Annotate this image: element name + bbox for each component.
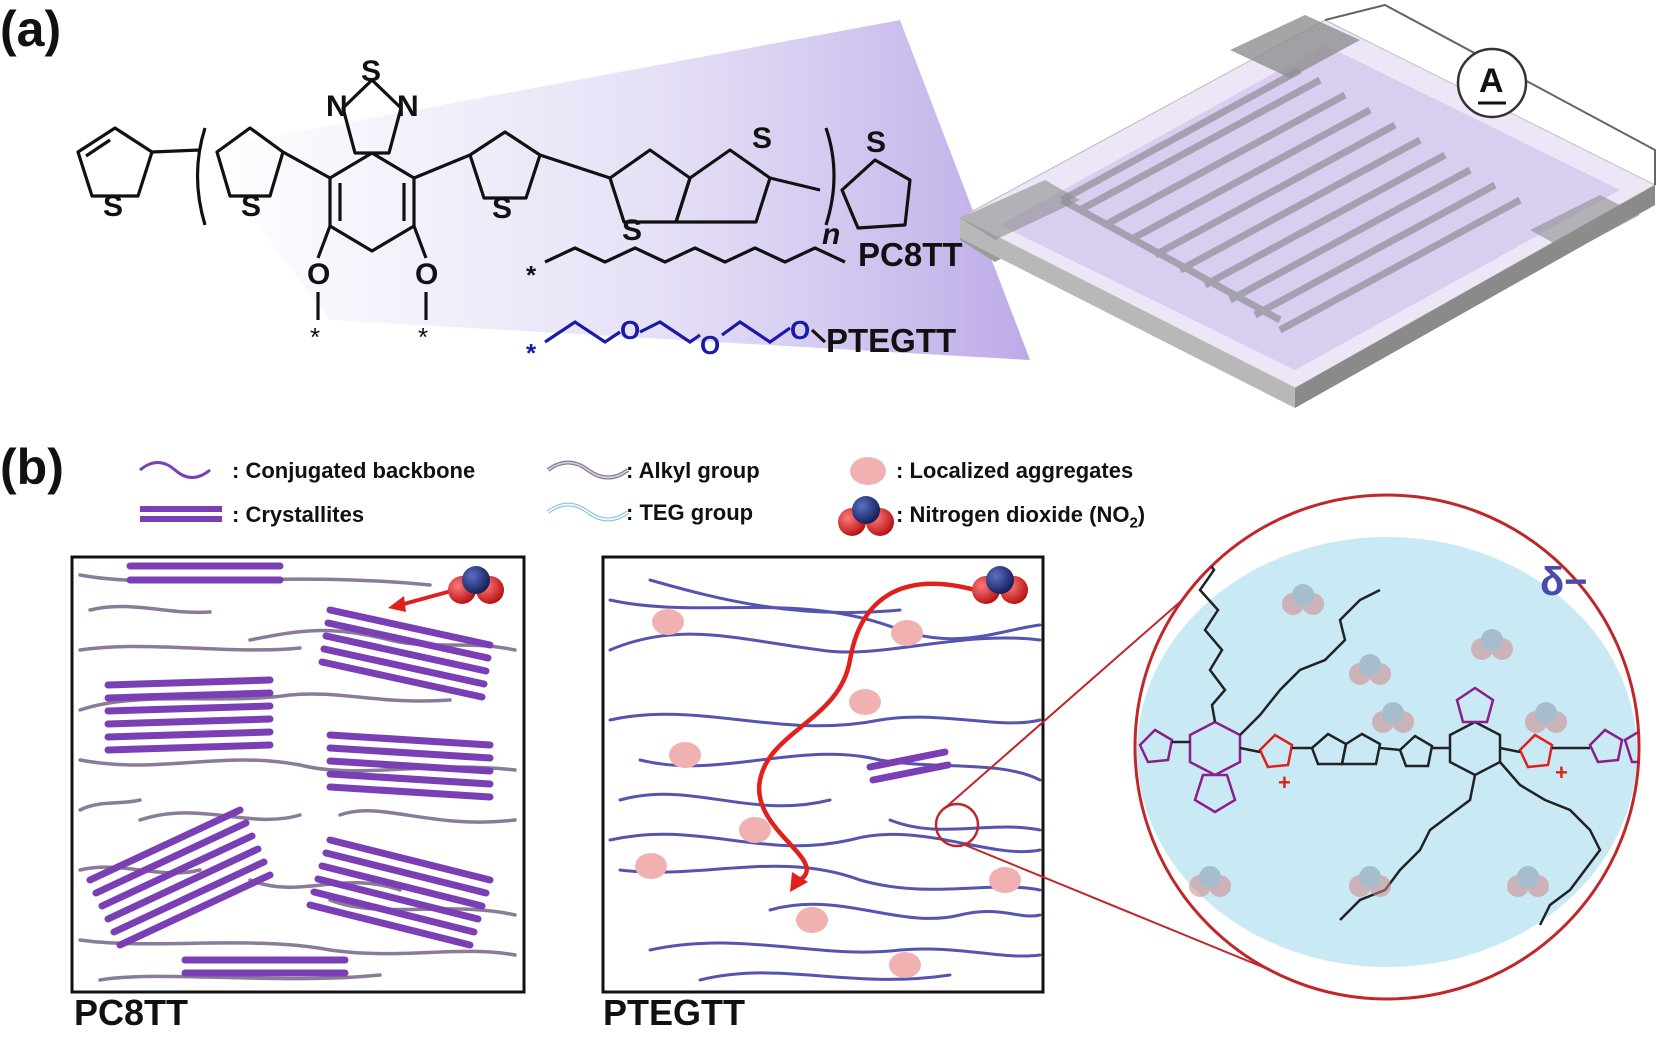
polymer-name-pc8tt: PC8TT	[858, 236, 963, 273]
atom-o-left: O	[307, 258, 331, 291]
polymer-name-ptegtt: PTEGTT	[826, 322, 957, 359]
interdigitated-electrodes	[1060, 66, 1522, 334]
ammeter-label: A	[1479, 62, 1504, 100]
atom-s-thiophene-3: S	[492, 192, 513, 225]
legend-nitrogen-dioxide: : Nitrogen dioxide (NO2)	[896, 502, 1145, 531]
legend-crystallites: : Crystallites	[232, 502, 365, 527]
repeat-unit-n: n	[822, 218, 841, 251]
localized-aggregates	[635, 609, 1021, 978]
attachment-star-left: *	[310, 322, 321, 352]
legend-no2-subscript: 2	[1129, 514, 1138, 532]
zoom-delta-minus: δ−	[1540, 560, 1588, 604]
panel-a-label: (a)	[0, 1, 62, 57]
zoom-line-bottom	[964, 844, 1271, 971]
atom-s-thiophene-left: S	[103, 190, 124, 223]
caption-ptegtt: PTEGTT	[603, 992, 745, 1033]
no2-legend-icon	[838, 496, 894, 536]
zoom-circle	[1133, 493, 1641, 1001]
ptegtt-diffusion-path	[756, 581, 978, 883]
atom-n-left: N	[326, 90, 348, 123]
atom-o-teg-3: O	[790, 315, 811, 345]
legend-icons	[139, 457, 894, 536]
pc8tt-diffusion-arrow	[398, 588, 457, 607]
ammeter-circle	[1456, 47, 1528, 119]
legend-teg-group: : TEG group	[626, 500, 754, 525]
pc8tt-no2-molecule	[448, 566, 504, 604]
atom-o-right: O	[415, 258, 439, 291]
zoom-no2-molecules	[1189, 584, 1567, 897]
legend-alkyl-group: : Alkyl group	[626, 458, 760, 483]
attachment-star-teg: *	[526, 338, 537, 368]
atom-s-thiadiazole: S	[361, 55, 382, 88]
atom-s-tt-lower: S	[622, 214, 643, 247]
legend-localized-aggregates: : Localized aggregates	[896, 458, 1134, 483]
zoom-plus-right: +	[1555, 760, 1568, 785]
legend-no2-close: )	[1137, 502, 1146, 527]
attachment-star-right: *	[418, 322, 429, 352]
polymer-structure	[76, 78, 912, 320]
teg-chain	[544, 320, 827, 344]
ptegtt-chains	[608, 578, 1042, 982]
zoom-plus-left: +	[1278, 770, 1291, 795]
backbone-legend-icon	[139, 461, 211, 479]
crystallite-legend-icon	[140, 506, 222, 512]
atom-s-tt-upper: S	[752, 122, 773, 155]
sensor-device	[958, 3, 1657, 408]
atom-s-thiophene-2: S	[241, 190, 262, 223]
attachment-star-c8: *	[526, 260, 537, 290]
atom-n-right: N	[397, 90, 419, 123]
legend-conjugated-backbone: : Conjugated backbone	[232, 458, 476, 483]
caption-pc8tt: PC8TT	[74, 992, 189, 1033]
pc8tt-chains	[78, 562, 517, 982]
ptegtt-no2-molecule	[972, 566, 1028, 604]
atom-o-teg-2: O	[700, 330, 721, 360]
zoom-origin-circle	[934, 802, 980, 848]
legend-no2-text: : Nitrogen dioxide (NO	[896, 502, 1130, 527]
atom-s-thiophene-right: S	[866, 126, 887, 159]
aggregate-legend-icon	[850, 457, 886, 485]
atom-o-teg-1: O	[620, 315, 641, 345]
panel-b-label: (b)	[0, 439, 64, 495]
